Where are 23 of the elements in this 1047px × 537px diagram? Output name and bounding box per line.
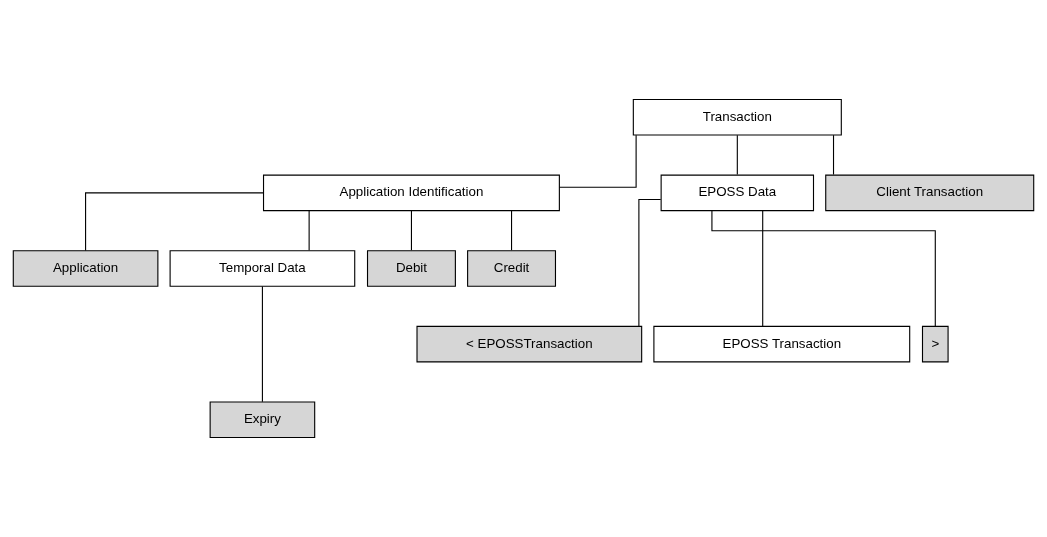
node-box: < EPOSSTransaction (416, 325, 643, 363)
node-box: Debit (366, 250, 456, 287)
connector (736, 134, 738, 176)
node-box: > (921, 325, 949, 363)
connector (85, 192, 264, 252)
connector (762, 210, 764, 327)
connector (308, 210, 310, 251)
node-box: EPOSS Data (660, 174, 815, 212)
connector (558, 134, 637, 188)
node-box: EPOSS Transaction (653, 325, 911, 363)
connector (832, 134, 835, 176)
connector (511, 210, 513, 251)
node-box: Application Identification (262, 174, 560, 212)
node-box: Application (12, 250, 159, 287)
connector (261, 285, 263, 403)
connector (711, 210, 936, 327)
connector (638, 199, 662, 327)
connector (410, 210, 412, 251)
node-box: Transaction (632, 98, 842, 136)
node-box: Credit (467, 250, 557, 287)
node-box: Expiry (209, 401, 316, 439)
node-box: Client Transaction (825, 174, 1035, 212)
node-box: Temporal Data (169, 250, 356, 287)
